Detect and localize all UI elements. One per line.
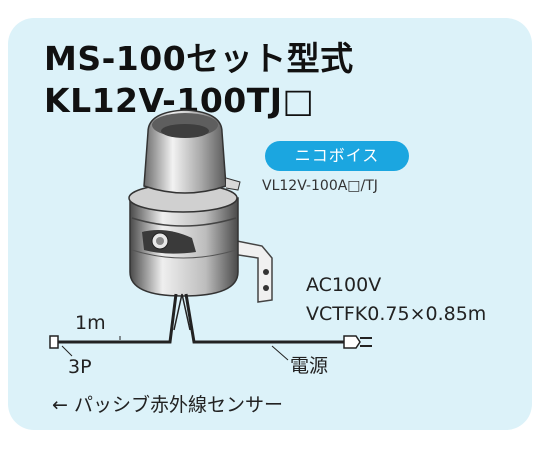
voice-model-code: VL12V-100A□/TJ (262, 178, 378, 194)
power-label: 電源 (290, 355, 329, 377)
product-card (8, 18, 532, 430)
mounting-bracket (231, 239, 273, 303)
light-body (128, 183, 239, 297)
sensor-label: ← パッシブ赤外線センサー (52, 394, 283, 416)
power-supply-label: AC100V (306, 274, 382, 296)
cable-length-label: 1m (75, 312, 106, 334)
connector-label: 3P (68, 356, 92, 378)
voice-badge: ニコボイス (265, 141, 409, 171)
beacon-dome (143, 109, 241, 194)
cable-spec-label: VCTFK0.75×0.85m (306, 303, 487, 325)
cable-assembly (49, 293, 372, 361)
product-title-line1: MS-100セット型式 (44, 39, 354, 78)
